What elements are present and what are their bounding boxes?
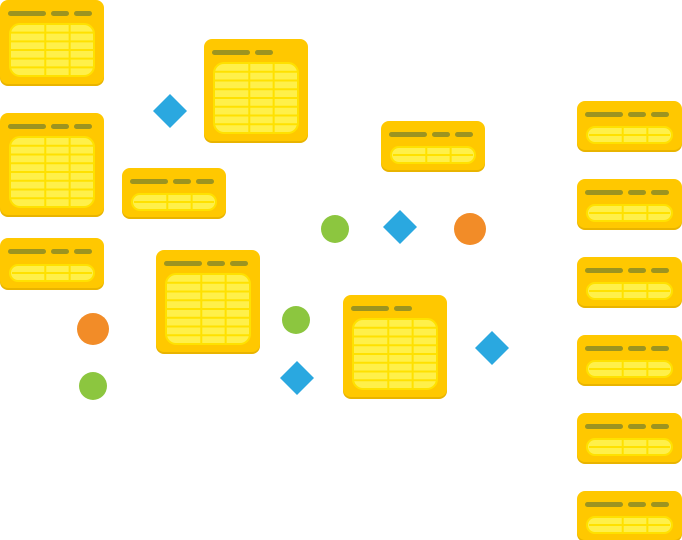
header-bar	[230, 261, 248, 266]
header-bar	[351, 306, 389, 311]
header-bar	[51, 249, 69, 254]
schema-card-column-2	[577, 179, 682, 230]
header-bar	[628, 190, 646, 195]
diamond-connector-1	[153, 94, 187, 128]
schema-card-column-3	[577, 257, 682, 308]
green-circle-connector-3	[79, 372, 107, 400]
schema-card-mid-row	[122, 168, 226, 219]
schema-card-center	[156, 250, 260, 354]
header-bar	[173, 179, 191, 184]
schema-card-column-1	[577, 101, 682, 152]
header-bar	[628, 424, 646, 429]
diamond-connector-3	[280, 361, 314, 395]
header-bar	[651, 502, 669, 507]
header-bar	[455, 132, 473, 137]
header-bar	[651, 112, 669, 117]
header-bar	[585, 268, 623, 273]
header-bar	[585, 424, 623, 429]
header-bar	[432, 132, 450, 137]
header-bar	[51, 11, 69, 16]
header-bar	[585, 112, 623, 117]
green-circle-connector-1	[321, 215, 349, 243]
header-bar	[74, 249, 92, 254]
header-bar	[8, 11, 46, 16]
schema-card-column-5	[577, 413, 682, 464]
schema-card-top-middle	[204, 39, 308, 143]
schema-card-left-1	[0, 0, 104, 86]
header-bar	[628, 112, 646, 117]
header-bar	[255, 50, 273, 55]
schema-card-top-right	[381, 121, 485, 172]
header-bar	[207, 261, 225, 266]
header-bar	[651, 346, 669, 351]
diamond-connector-2	[383, 210, 417, 244]
header-bar	[130, 179, 168, 184]
header-bar	[74, 11, 92, 16]
header-bar	[628, 346, 646, 351]
header-bar	[628, 268, 646, 273]
header-bar	[74, 124, 92, 129]
header-bar	[212, 50, 250, 55]
green-circle-connector-2	[282, 306, 310, 334]
header-bar	[585, 346, 623, 351]
header-bar	[8, 124, 46, 129]
orange-circle-connector-2	[77, 313, 109, 345]
header-bar	[651, 424, 669, 429]
schema-card-left-3	[0, 238, 104, 290]
schema-card-column-6	[577, 491, 682, 540]
header-bar	[394, 306, 412, 311]
header-bar	[628, 502, 646, 507]
schema-card-column-4	[577, 335, 682, 386]
header-bar	[8, 249, 46, 254]
orange-circle-connector-1	[454, 213, 486, 245]
schema-card-right-center	[343, 295, 447, 399]
header-bar	[51, 124, 69, 129]
schema-card-left-2	[0, 113, 104, 217]
header-bar	[164, 261, 202, 266]
header-bar	[585, 190, 623, 195]
header-bar	[389, 132, 427, 137]
header-bar	[651, 190, 669, 195]
header-bar	[651, 268, 669, 273]
header-bar	[585, 502, 623, 507]
header-bar	[196, 179, 214, 184]
diamond-connector-4	[475, 331, 509, 365]
